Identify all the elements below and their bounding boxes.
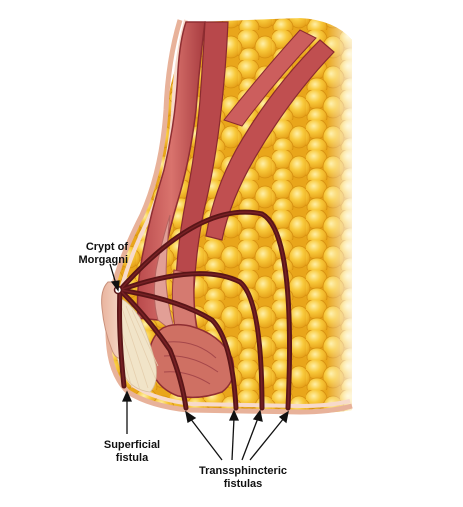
transsphincteric-label-line2: fistulas bbox=[223, 478, 263, 490]
transsphincteric-arrow-2 bbox=[231, 417, 235, 461]
callout-arrows bbox=[109, 263, 289, 461]
transsphincteric-fistulas-label: Transsphincteric fistulas bbox=[188, 465, 298, 491]
transsphincteric-arrow-3 bbox=[241, 417, 259, 461]
superficial-label-line2: fistula bbox=[115, 452, 149, 464]
superficial-label-line1: Superficial bbox=[103, 439, 161, 451]
transsphincteric-arrow-1 bbox=[189, 417, 223, 461]
crypt-label-line1: Crypt of bbox=[85, 241, 128, 253]
crypt-of-morgagni-label: Crypt of Morgagni bbox=[56, 241, 129, 267]
superficial-fistula-label: Superficial fistula bbox=[92, 439, 172, 465]
crypt-label-line2: Morgagni bbox=[78, 254, 129, 266]
crypt-arrow bbox=[109, 263, 117, 285]
transsphincteric-arrow-4 bbox=[249, 417, 285, 461]
transsphincteric-label-line1: Transsphincteric bbox=[198, 465, 288, 477]
